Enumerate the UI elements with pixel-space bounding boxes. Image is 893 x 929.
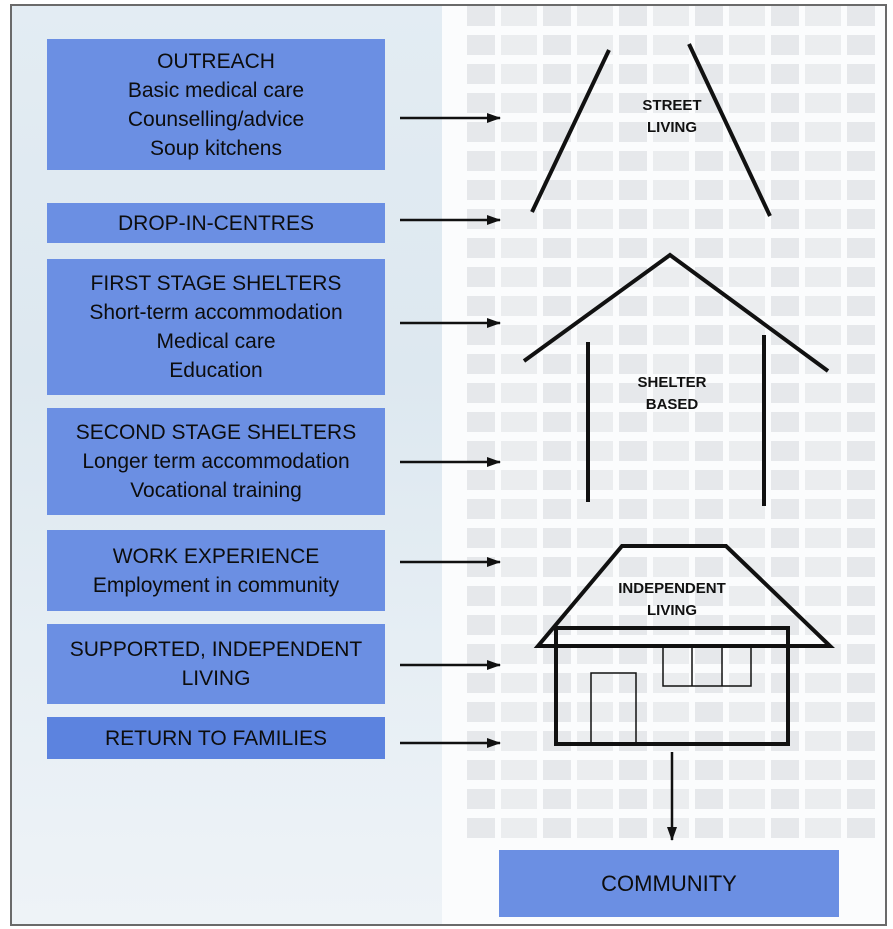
- faded-text-line: [467, 6, 877, 26]
- second-stage-title: SECOND STAGE SHELTERS: [75, 421, 357, 444]
- street-left-line: [530, 49, 611, 213]
- second-stage-shelters-box: SECOND STAGE SHELTERS Longer term accomm…: [47, 408, 385, 515]
- faded-text-line: [467, 209, 877, 229]
- drop-in-centres-box: DROP-IN-CENTRES: [47, 203, 385, 243]
- supported-independent-title-1: SUPPORTED, INDEPENDENT: [69, 638, 363, 661]
- first-stage-title: FIRST STAGE SHELTERS: [90, 272, 342, 295]
- second-stage-item-1: Longer term accommodation: [82, 450, 350, 473]
- faded-text-line: [467, 64, 877, 84]
- house-body: [554, 626, 790, 746]
- outreach-box: OUTREACH Basic medical care Counselling/…: [47, 39, 385, 170]
- faded-text-line: [467, 673, 877, 693]
- house-window: [662, 645, 752, 687]
- work-experience-box: WORK EXPERIENCE Employment in community: [47, 530, 385, 611]
- shelter-based-line-2: BASED: [645, 396, 699, 413]
- faded-text-line: [467, 35, 877, 55]
- independent-living-line-2: LIVING: [646, 602, 697, 619]
- house-door: [590, 672, 637, 745]
- right-background: [442, 6, 885, 924]
- faded-text-line: [467, 238, 877, 258]
- faded-text-line: [467, 383, 877, 403]
- street-living-label: STREET LIVING: [612, 95, 732, 139]
- outreach-item-2: Counselling/advice: [127, 107, 305, 131]
- faded-text-line: [467, 412, 877, 432]
- faded-text-line: [467, 180, 877, 200]
- community-box: COMMUNITY: [499, 850, 839, 917]
- faded-text-line: [467, 93, 877, 113]
- street-living-line-2: LIVING: [646, 119, 697, 136]
- faded-text-line: [467, 151, 877, 171]
- shelter-based-line-1: SHELTER: [637, 374, 707, 391]
- return-to-families-title: RETURN TO FAMILIES: [104, 726, 328, 750]
- diagram-frame: OUTREACH Basic medical care Counselling/…: [10, 4, 887, 926]
- faded-text-line: [467, 296, 877, 316]
- outreach-item-3: Soup kitchens: [150, 136, 282, 160]
- first-stage-shelters-box: FIRST STAGE SHELTERS Short-term accommod…: [47, 259, 385, 395]
- shelter-based-label: SHELTER BASED: [612, 372, 732, 416]
- supported-independent-living-box: SUPPORTED, INDEPENDENT LIVING: [47, 624, 385, 704]
- first-stage-item-3: Education: [169, 359, 263, 382]
- supported-independent-title-2: LIVING: [181, 667, 251, 690]
- work-experience-title: WORK EXPERIENCE: [112, 544, 320, 568]
- community-label: COMMUNITY: [601, 870, 737, 896]
- second-stage-item-2: Vocational training: [130, 479, 302, 502]
- first-stage-item-1: Short-term accommodation: [89, 301, 343, 324]
- diagram-drawing: [400, 43, 835, 841]
- faded-text-line: [467, 499, 877, 519]
- independent-living-line-1: INDEPENDENT: [618, 580, 726, 597]
- outreach-item-1: Basic medical care: [127, 78, 305, 102]
- faded-text-line: [467, 354, 877, 374]
- street-right-line: [687, 43, 772, 217]
- return-to-families-box: RETURN TO FAMILIES: [47, 717, 385, 759]
- faded-text-line: [467, 441, 877, 461]
- faded-text-line: [467, 470, 877, 490]
- faded-text-line: [467, 528, 877, 548]
- faded-text-line: [467, 702, 877, 722]
- work-experience-item-1: Employment in community: [92, 573, 340, 597]
- faded-text-line: [467, 267, 877, 287]
- outreach-title: OUTREACH: [157, 49, 275, 73]
- shelter-roof: [522, 252, 830, 373]
- faded-text-line: [467, 557, 877, 577]
- independent-living-label: INDEPENDENT LIVING: [592, 578, 752, 622]
- first-stage-item-2: Medical care: [156, 330, 276, 353]
- faded-text-line: [467, 644, 877, 664]
- street-living-line-1: STREET: [642, 97, 702, 114]
- drop-in-centres-title: DROP-IN-CENTRES: [117, 211, 314, 235]
